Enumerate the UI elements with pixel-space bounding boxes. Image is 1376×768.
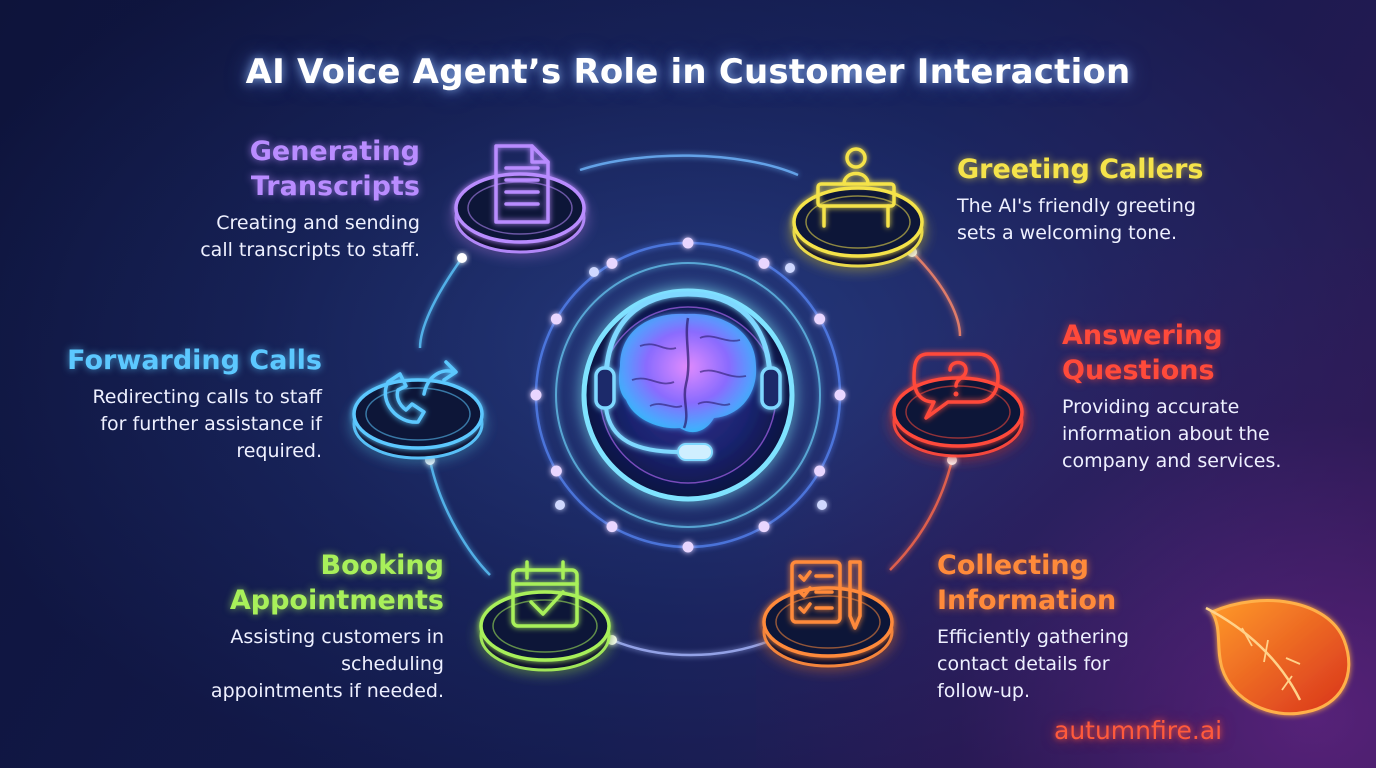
ring-node-1 — [758, 257, 770, 269]
connector-arc-5 — [611, 638, 773, 657]
ring-node-6 — [682, 541, 694, 553]
role-transcripts-heading: Generating Transcripts — [249, 136, 420, 202]
role-greeting: Greeting Callers The AI's friendly greet… — [957, 152, 1277, 247]
role-booking-heading: Booking Appointments — [229, 550, 444, 616]
ring-node-10 — [550, 313, 562, 325]
answering-disc — [892, 352, 1024, 458]
connector-arc-0 — [579, 154, 799, 177]
greeting-disc — [792, 147, 924, 268]
collecting-disc — [762, 560, 894, 668]
role-forwarding-heading: Forwarding Calls — [67, 345, 322, 376]
connector-arc-2 — [911, 251, 962, 337]
outer-node-1 — [785, 263, 795, 273]
question-bubble-icon — [912, 352, 1000, 420]
role-transcripts-desc: Creating and sending call transcripts to… — [200, 212, 420, 261]
transcripts-disc — [454, 144, 586, 254]
reception-desk-icon — [816, 147, 896, 228]
connector-arc-4 — [889, 459, 954, 571]
hub-middle-ring — [555, 262, 821, 528]
role-icon-discs — [352, 144, 1024, 672]
ring-node-8 — [550, 465, 562, 477]
ring-node-4 — [814, 465, 826, 477]
role-booking: Booking Appointments Assisting customers… — [140, 548, 444, 705]
role-answering: Answering Questions Providing accurate i… — [1062, 318, 1352, 475]
booking-disc — [479, 560, 611, 672]
connector-arc-3 — [428, 459, 491, 576]
outer-node-2 — [555, 500, 565, 510]
forwarding-disc — [352, 360, 484, 460]
ring-node-3 — [834, 389, 846, 401]
document-icon — [494, 144, 550, 224]
ring-node-11 — [606, 257, 618, 269]
role-booking-desc: Assisting customers in scheduling appoin… — [210, 626, 444, 702]
role-forwarding-desc: Redirecting calls to staff for further a… — [92, 386, 322, 462]
arc-end-node-0 — [457, 253, 467, 263]
checklist-pen-icon — [790, 560, 862, 630]
role-forwarding: Forwarding Calls Redirecting calls to st… — [40, 343, 322, 465]
ring-node-2 — [814, 313, 826, 325]
outer-node-3 — [817, 500, 827, 510]
ring-node-7 — [606, 521, 618, 533]
page-title: AI Voice Agent’s Role in Customer Intera… — [245, 52, 1131, 92]
role-collecting-desc: Efficiently gathering contact details fo… — [937, 626, 1129, 702]
role-collecting: Collecting Information Efficiently gathe… — [937, 548, 1197, 705]
calendar-check-icon — [511, 560, 579, 628]
autumn-leaf-logo — [1205, 599, 1351, 716]
ring-node-5 — [758, 521, 770, 533]
ring-node-9 — [530, 389, 542, 401]
brain-headset-icon — [594, 291, 782, 461]
role-greeting-desc: The AI's friendly greeting sets a welcom… — [957, 195, 1196, 244]
role-greeting-heading: Greeting Callers — [957, 154, 1204, 185]
phone-forward-icon — [383, 360, 458, 424]
ring-node-0 — [682, 237, 694, 249]
role-answering-desc: Providing accurate information about the… — [1062, 396, 1282, 472]
hub-ring-nodes — [530, 237, 846, 553]
role-collecting-heading: Collecting Information — [937, 550, 1117, 616]
role-answering-heading: Answering Questions — [1062, 320, 1223, 386]
role-transcripts: Generating Transcripts Creating and send… — [110, 134, 420, 264]
outer-node-0 — [589, 267, 599, 277]
connector-arc-1 — [418, 257, 464, 349]
arc-end-node-3 — [947, 455, 957, 465]
brand-name: autumnfire.ai — [1054, 716, 1223, 745]
